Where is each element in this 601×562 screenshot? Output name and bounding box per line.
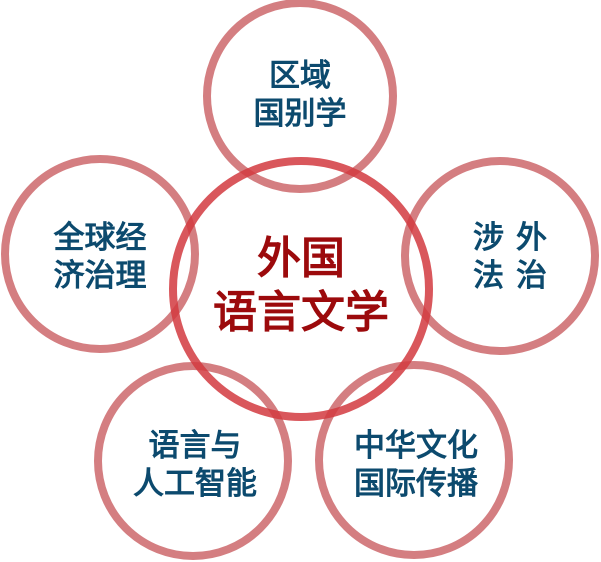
node-right-line1: 涉外 <box>473 220 559 256</box>
center-line1: 外国 <box>257 233 345 284</box>
node-top-label: 区域 国别学 <box>200 50 400 140</box>
ring-center <box>169 157 433 421</box>
node-right-line2: 法治 <box>473 258 559 294</box>
node-left-label: 全球经 济治理 <box>0 212 200 302</box>
ring-bottom-right <box>315 361 513 559</box>
node-bottom-right-line2: 国际传播 <box>354 466 478 502</box>
center-label: 外国 语言文学 <box>180 228 422 344</box>
node-right-label: 涉外 法治 <box>410 212 601 302</box>
node-bottom-left-label: 语言与 人工智能 <box>95 420 295 510</box>
node-top-line1: 区域 <box>269 58 331 94</box>
node-bottom-right-label: 中华文化 国际传播 <box>316 420 516 510</box>
node-top-line2: 国别学 <box>253 96 347 132</box>
node-bottom-right-line1: 中华文化 <box>354 428 478 464</box>
node-left-line2: 济治理 <box>53 258 147 294</box>
node-bottom-left-line1: 语言与 <box>148 428 242 464</box>
center-line2: 语言文学 <box>213 287 389 338</box>
ring-top <box>203 0 397 193</box>
ring-left <box>1 155 199 353</box>
ring-bottom-left <box>94 362 292 560</box>
ring-right <box>401 157 599 355</box>
node-left-line1: 全球经 <box>53 220 147 256</box>
node-bottom-left-line2: 人工智能 <box>133 466 257 502</box>
